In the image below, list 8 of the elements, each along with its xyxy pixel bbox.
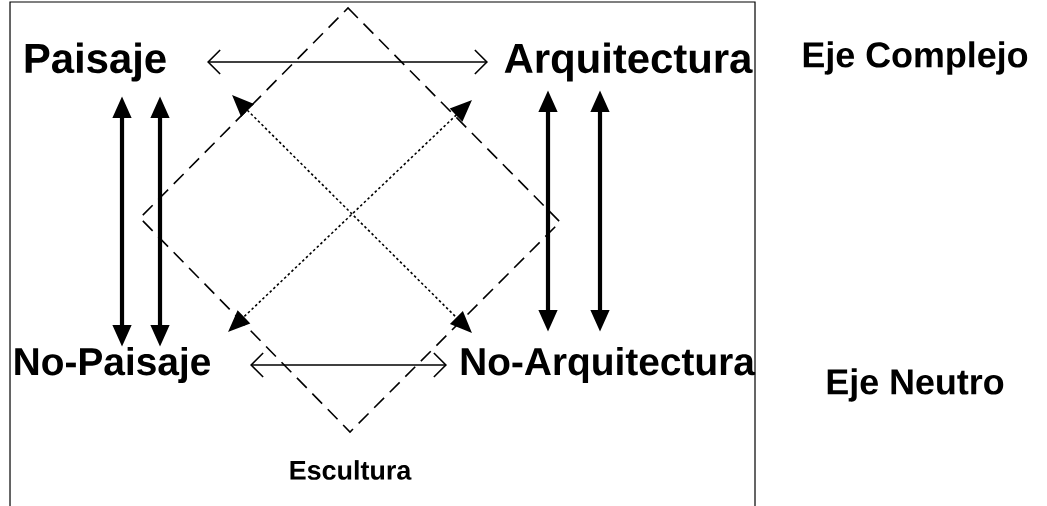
axis-label: Eje Neutro	[827, 368, 1004, 402]
axis-label: Eje Complejo	[803, 41, 1028, 75]
term-label: Arquitectura	[504, 42, 753, 82]
term-label: No-Paisaje	[15, 346, 210, 384]
arrow	[207, 49, 488, 75]
term-label: Paisaje	[25, 42, 166, 82]
arrow	[250, 352, 447, 378]
axis-label: Escultura	[290, 460, 412, 480]
